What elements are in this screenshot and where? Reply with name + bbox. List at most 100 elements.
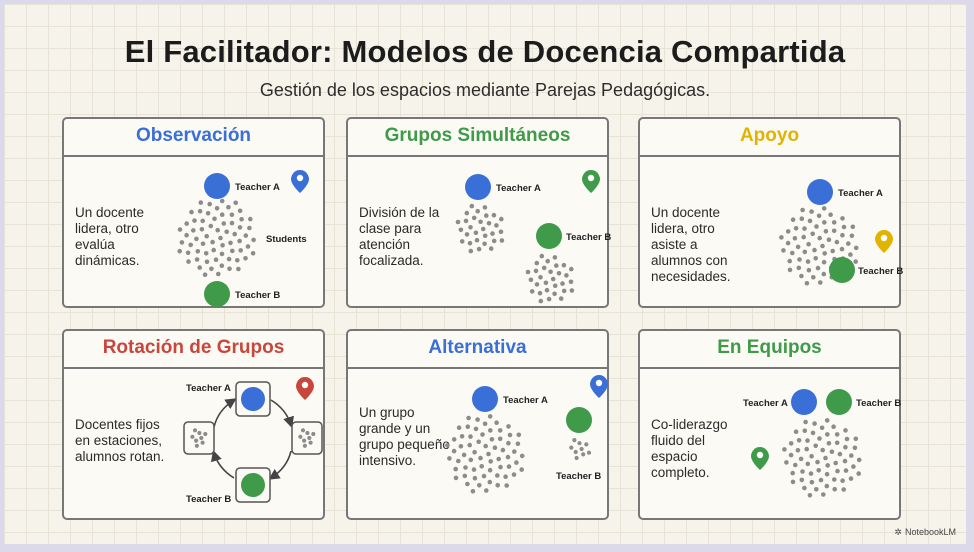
students-cluster [177, 198, 256, 277]
student-dot [195, 249, 201, 254]
student-dot [519, 467, 524, 472]
student-dot [817, 235, 822, 241]
student-dot [307, 435, 312, 441]
student-dot [798, 456, 804, 462]
student-dot [809, 479, 815, 485]
student-dot [851, 464, 856, 469]
student-dot [480, 432, 485, 437]
student-dot [828, 212, 833, 217]
student-dot [198, 200, 204, 205]
student-dot [804, 281, 810, 286]
student-dot [826, 441, 832, 446]
student-dot [500, 447, 506, 453]
teacher-a-label: Teacher A [503, 395, 548, 406]
student-dot [298, 434, 303, 439]
student-dot [815, 265, 821, 271]
student-dot [491, 238, 497, 244]
student-dot [192, 218, 197, 223]
card-description: Un grupo grande y un grupo pequeño inten… [359, 405, 450, 468]
student-dot [538, 275, 543, 280]
student-dot [793, 462, 798, 468]
student-dot [204, 233, 209, 239]
student-dot [189, 209, 194, 215]
student-dot [809, 453, 814, 459]
student-dot [308, 440, 313, 445]
student-dot [194, 236, 199, 242]
location-pin-icon [751, 447, 769, 470]
student-dot [233, 200, 238, 206]
student-dot [235, 258, 240, 263]
card-en-equipos: En Equipos Co-liderazgo fluido del espac… [638, 329, 901, 520]
student-dot [194, 438, 199, 443]
student-dot [498, 464, 503, 470]
student-dot [823, 229, 829, 234]
student-dot [834, 239, 840, 245]
student-dot [471, 215, 477, 221]
teacher-a-icon [807, 179, 833, 205]
student-dot [788, 452, 794, 458]
student-dot [486, 451, 491, 457]
student-dot [464, 210, 470, 216]
student-dot [224, 229, 229, 235]
student-dot [197, 430, 202, 436]
student-dot [574, 455, 579, 461]
student-dot [492, 445, 498, 450]
student-dot [482, 233, 488, 239]
student-dot [848, 252, 853, 257]
card-grupos-simultaneos: Grupos Simultáneos División de la clase … [346, 117, 611, 308]
student-dot [495, 473, 500, 478]
student-dot [190, 434, 195, 439]
student-dot [506, 464, 512, 469]
student-dot [505, 454, 511, 460]
student-dot [491, 212, 497, 218]
student-dot [203, 431, 208, 437]
page-subtitle: Gestión de los espacios mediante Parejas… [259, 80, 711, 100]
student-dot [470, 489, 476, 494]
student-dot [199, 435, 204, 441]
student-dot [229, 212, 235, 218]
student-dot [208, 223, 214, 229]
student-dot [835, 468, 840, 474]
station-left [183, 421, 215, 455]
student-dot [456, 425, 462, 430]
student-dot [802, 485, 807, 491]
student-dot [581, 452, 586, 457]
student-dot [541, 265, 547, 271]
student-dot [579, 446, 584, 452]
student-dot [784, 460, 789, 465]
brand-label: NotebookLM [904, 527, 956, 537]
student-dot [213, 257, 219, 262]
student-dot [498, 229, 504, 235]
student-group-left [190, 428, 208, 448]
student-dot [537, 290, 543, 296]
student-dot [214, 206, 220, 211]
student-dot [821, 259, 827, 265]
student-dot [812, 421, 817, 426]
student-dot [806, 241, 811, 247]
student-dot [305, 430, 310, 436]
student-dot [843, 428, 848, 433]
student-dot [504, 483, 509, 488]
student-dot [237, 208, 243, 214]
student-dot [219, 212, 225, 217]
student-dot [810, 231, 815, 237]
student-dot [808, 471, 814, 476]
student-dot [533, 268, 539, 274]
card-title: Grupos Simultáneos [348, 119, 607, 157]
student-dot [529, 289, 535, 294]
student-dot [202, 272, 208, 277]
student-dot [474, 237, 480, 243]
student-dot [552, 291, 557, 297]
student-dot [569, 266, 574, 272]
student-dot [451, 448, 457, 454]
card-apoyo: Apoyo Un docente lidera, otro asiste a a… [638, 117, 903, 308]
student-dot [220, 243, 225, 248]
student-dot [179, 240, 185, 245]
card-observacion: Observación Un docente lidera, otro eval… [62, 117, 325, 308]
student-dot [497, 436, 503, 442]
student-dot [569, 288, 575, 293]
teacher-a-icon [204, 173, 230, 199]
student-dot [823, 455, 828, 461]
student-dot [212, 216, 217, 222]
student-dot [800, 207, 805, 213]
